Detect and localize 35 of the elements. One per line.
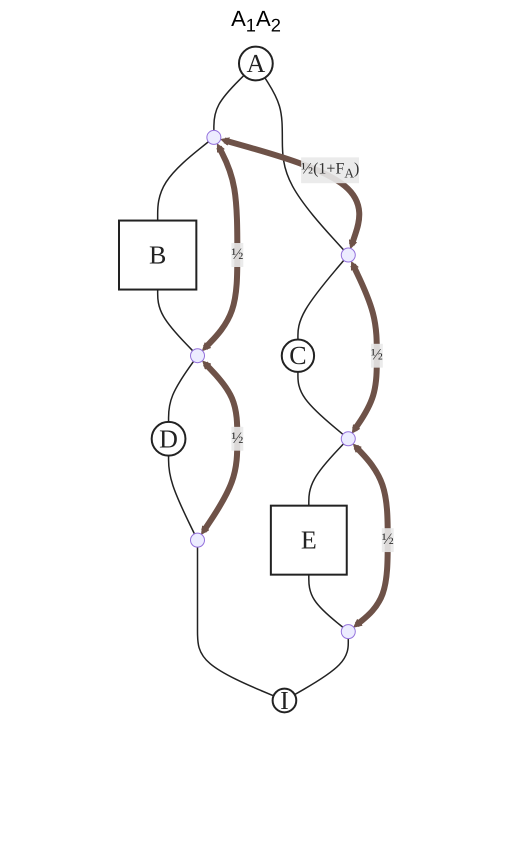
- connector: [296, 260, 344, 340]
- connector: [156, 142, 208, 221]
- node-circle: [190, 348, 205, 364]
- connector: [167, 361, 194, 422]
- edge-label: ½: [230, 246, 243, 264]
- node-box: B: [118, 220, 197, 291]
- arrow: [352, 444, 390, 628]
- arrow: [350, 262, 380, 434]
- node-circle: [340, 248, 356, 263]
- node-circle: C: [280, 338, 315, 374]
- connector: [212, 75, 244, 131]
- connector: [264, 78, 344, 251]
- node-circle: [206, 130, 221, 146]
- node-circle: [340, 432, 356, 447]
- connector: [308, 444, 344, 506]
- node-circle: I: [271, 688, 297, 714]
- connector: [156, 290, 193, 352]
- connector: [294, 639, 349, 696]
- edge-label: ½: [370, 347, 382, 364]
- edge-label: ½(1+F$_{A}$): [300, 160, 359, 181]
- edge-label: ½: [230, 430, 243, 448]
- genotype-label: A$_{1}$A$_{2}$: [231, 6, 281, 31]
- node-circle: A: [238, 46, 274, 82]
- arrow: [200, 361, 240, 536]
- edge-label: ½: [381, 532, 394, 549]
- arrow: [220, 138, 362, 250]
- node-circle: D: [150, 421, 186, 458]
- node-circle: [190, 533, 205, 548]
- connector: [296, 372, 343, 436]
- connector: [308, 575, 343, 628]
- node-circle: [340, 624, 356, 640]
- connector: [167, 456, 195, 535]
- arrow: [202, 144, 240, 352]
- connector: [196, 548, 274, 697]
- node-box: E: [270, 505, 348, 576]
